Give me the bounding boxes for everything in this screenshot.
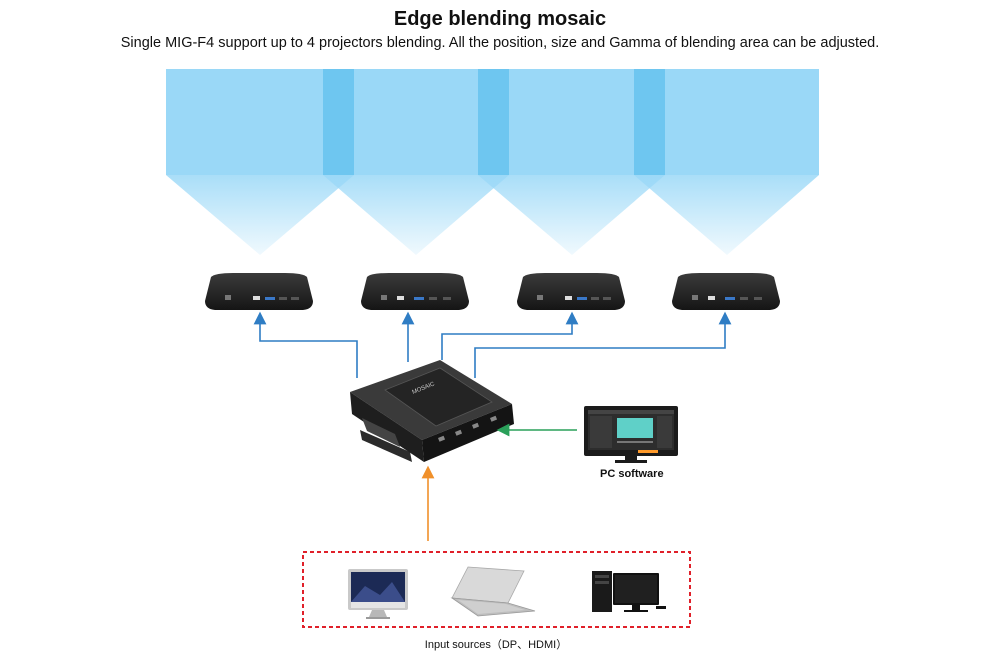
output-arrow-4 (474, 311, 732, 378)
projection-screen (166, 69, 819, 175)
projector-3 (517, 273, 625, 310)
diagram-title: Edge blending mosaic (393, 8, 607, 30)
laptop-icon (450, 566, 536, 617)
mosaic-controller-device: MOSAIC (350, 360, 514, 462)
projection-beams (166, 175, 819, 255)
imac-icon (348, 569, 408, 619)
projector-2 (361, 273, 469, 310)
pc-software-label: PC software (600, 468, 664, 480)
projector-4 (672, 273, 780, 310)
diagram-subtitle: Single MIG-F4 support up to 4 projectors… (120, 35, 880, 51)
pc-software-monitor-icon (584, 406, 678, 463)
desktop-pc-icon (592, 571, 666, 612)
output-connections (253, 311, 732, 378)
input-sources-label: Input sources（DP、HDMI） (424, 639, 568, 651)
blend-zone-1 (323, 69, 354, 175)
output-arrow-3 (441, 311, 579, 360)
projector-1 (205, 273, 313, 310)
blend-zone-3 (634, 69, 665, 175)
output-arrow-1 (253, 311, 358, 378)
blend-zone-2 (478, 69, 509, 175)
